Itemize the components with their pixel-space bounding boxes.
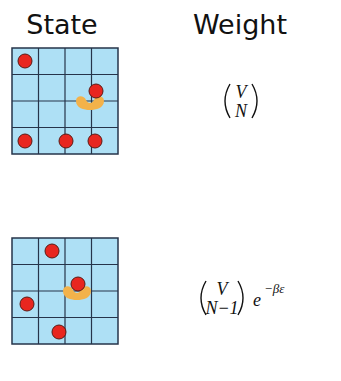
binomial-parentheses xyxy=(201,84,257,315)
column-heading: Weight xyxy=(193,11,287,38)
ligand-dots xyxy=(18,54,103,148)
binomial-bottom: N−1 xyxy=(205,299,238,317)
ligand-dots xyxy=(20,244,85,339)
binomial-top: V xyxy=(236,83,247,101)
lattice-grid xyxy=(12,238,118,344)
binomial-bottom: N xyxy=(235,102,247,120)
binomial-top: V xyxy=(217,280,228,298)
binding-site xyxy=(76,96,104,110)
column-heading: State xyxy=(26,11,97,38)
lattice-grid xyxy=(12,48,118,154)
exponent: −βε xyxy=(264,282,284,295)
exponential-base: e xyxy=(253,291,261,309)
